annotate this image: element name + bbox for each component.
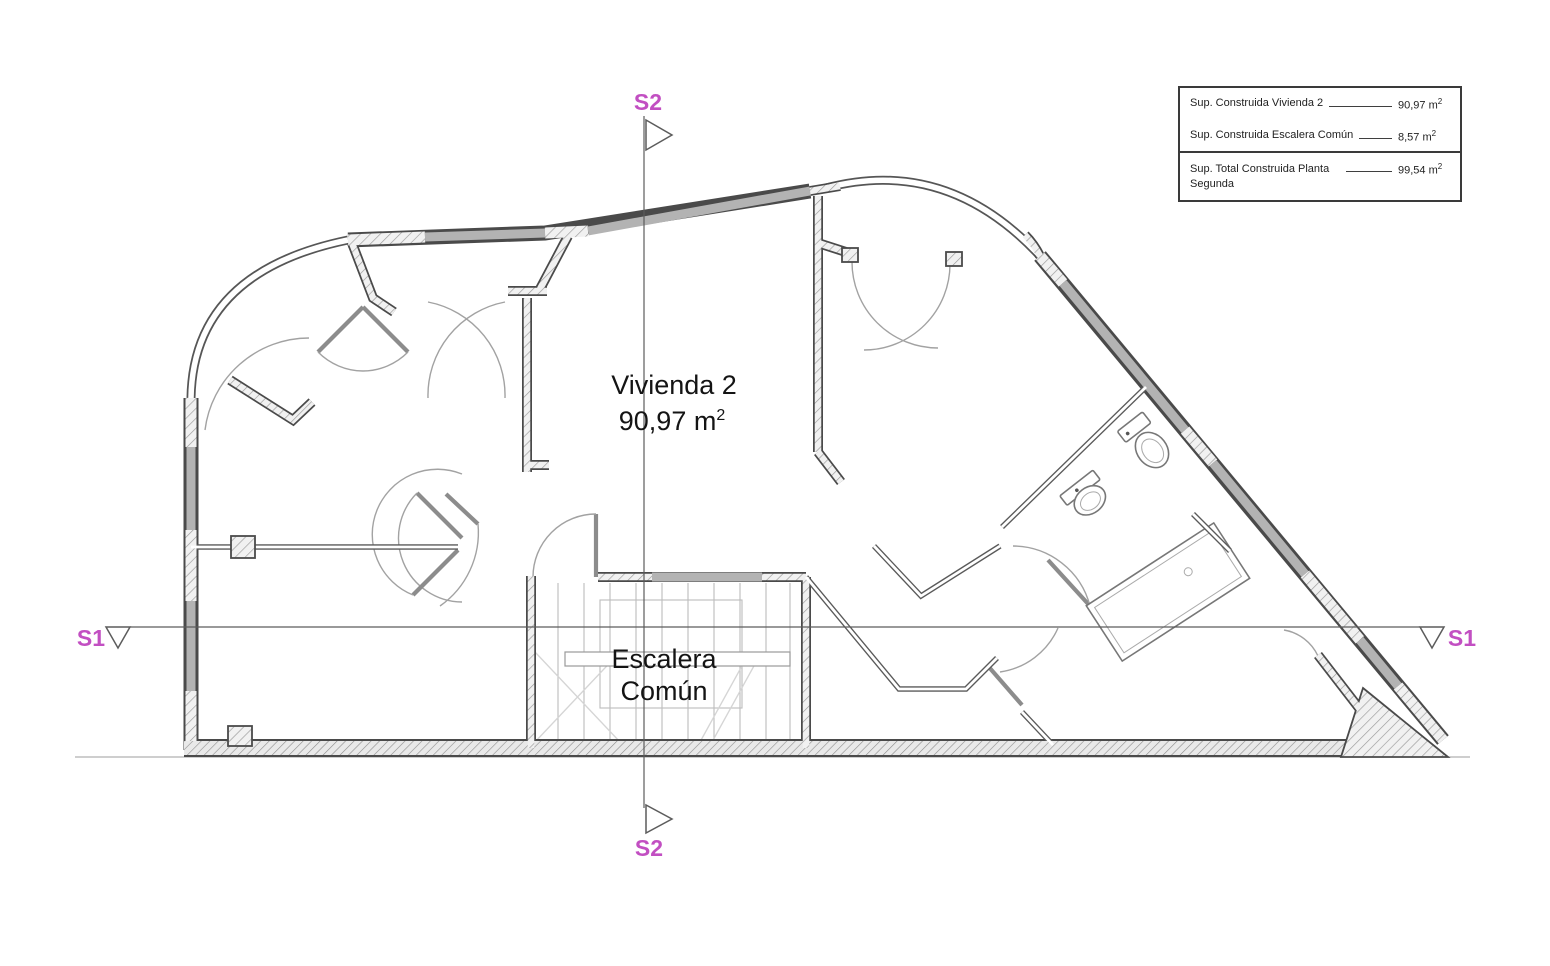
window (1209, 460, 1309, 577)
door-leaf (444, 492, 480, 526)
door-jamb (945, 251, 963, 267)
legend-label: Sup. Construida Vivienda 2 (1190, 97, 1324, 109)
section-triangle-s2-bottom (645, 803, 674, 835)
corner-wall-block (1339, 686, 1451, 758)
door-arc (439, 523, 480, 607)
legend-leader-line (1346, 162, 1392, 173)
door-arc (1012, 545, 1091, 607)
section-triangle-s2-top (645, 118, 674, 152)
door-leaf (415, 491, 464, 540)
door-swings (204, 261, 1319, 707)
stair-handrail (564, 651, 791, 667)
wall-hatch (1300, 570, 1365, 644)
door-leaf (411, 548, 460, 597)
room-label-vivienda: Vivienda 2 (611, 370, 737, 400)
door-arc (863, 263, 951, 351)
walls-outline (183, 175, 1449, 757)
door-arc (317, 351, 364, 372)
walls-fill (184, 177, 1451, 758)
wall-hatch (347, 231, 426, 246)
legend-label: Sup. Construida Escalera Común (1190, 128, 1354, 141)
door-arc (999, 627, 1059, 673)
wall-hatch (1035, 252, 1068, 287)
door-arc (362, 351, 409, 372)
partition-hatch (228, 377, 315, 425)
section-line-s2 (643, 116, 674, 835)
window (587, 186, 811, 236)
partition-hatch (508, 234, 571, 472)
staircase (534, 583, 791, 743)
toilet-icon (1117, 411, 1170, 469)
section-line-s1 (104, 626, 1446, 650)
section-label-s2-bottom: S2 (635, 835, 663, 861)
stair-wall-hatch (527, 576, 810, 748)
wall-hatch (1393, 682, 1448, 744)
hall-wall (871, 543, 1002, 600)
sink-icon (1059, 469, 1107, 516)
curved-wall (188, 237, 349, 399)
legend-value: 99,54 m2 (1398, 162, 1443, 177)
door-leaf (1046, 558, 1092, 608)
legend-value: 8,57 m2 (1398, 128, 1437, 144)
door-arc (371, 468, 463, 596)
curved-wall (825, 177, 1043, 258)
legend-value: 90,97 m2 (1398, 97, 1443, 112)
wall-core (804, 576, 1055, 746)
door-arc (397, 492, 463, 603)
section-label-s1-right: S1 (1448, 625, 1476, 651)
partition-hatch (348, 241, 396, 315)
door-arc (532, 513, 597, 578)
door-arc (204, 337, 310, 431)
section-label-s1-left: S1 (77, 625, 105, 651)
partition (813, 196, 848, 486)
door-arc (427, 301, 506, 399)
column (230, 535, 256, 559)
stair-label-line1: Escalera (611, 644, 717, 674)
window (1356, 637, 1402, 689)
wall-hatch (809, 182, 841, 195)
wall-hatch (1022, 232, 1043, 258)
wall-segment (824, 175, 1044, 260)
legend-leader-line (1329, 97, 1392, 107)
legend-row-escalera: Sup. Construida Escalera Común 8,57 m2 (1180, 120, 1460, 152)
wall-core (1001, 385, 1147, 529)
section-triangle-s1-left (104, 626, 132, 650)
legend-row-total: Sup. Total Construida Planta Segunda 99,… (1180, 151, 1460, 200)
bathroom-fixtures (1059, 411, 1251, 663)
door-leaf (316, 305, 365, 354)
wall-hatch (544, 225, 589, 239)
wall-hatch (1180, 426, 1218, 467)
door-arc (1283, 629, 1319, 657)
legend-row-vivienda: Sup. Construida Vivienda 2 90,97 m2 (1180, 88, 1460, 120)
stair-label-line2: Común (620, 676, 707, 706)
door-arc (427, 301, 506, 399)
door-leaf (986, 664, 1024, 707)
column (227, 725, 253, 747)
door-arc (851, 261, 939, 349)
door-jamb (841, 247, 859, 263)
legend-label: Sup. Total Construida Planta Segunda (1190, 163, 1330, 191)
section-label-s2-top: S2 (634, 89, 662, 115)
window (1059, 280, 1189, 433)
room-area-vivienda: 90,97 m2 (619, 406, 726, 436)
partition (508, 233, 573, 472)
wall-core (872, 544, 1001, 598)
window (424, 228, 546, 242)
partition-hatch (1315, 653, 1372, 723)
section-triangle-s1-right (1418, 626, 1446, 650)
door-leaf (361, 305, 410, 354)
legend-leader-line (1359, 129, 1392, 139)
area-legend-box: Sup. Construida Vivienda 2 90,97 m2 Sup.… (1178, 86, 1462, 202)
wall-core (1192, 513, 1231, 552)
hall-wall (803, 575, 1056, 747)
